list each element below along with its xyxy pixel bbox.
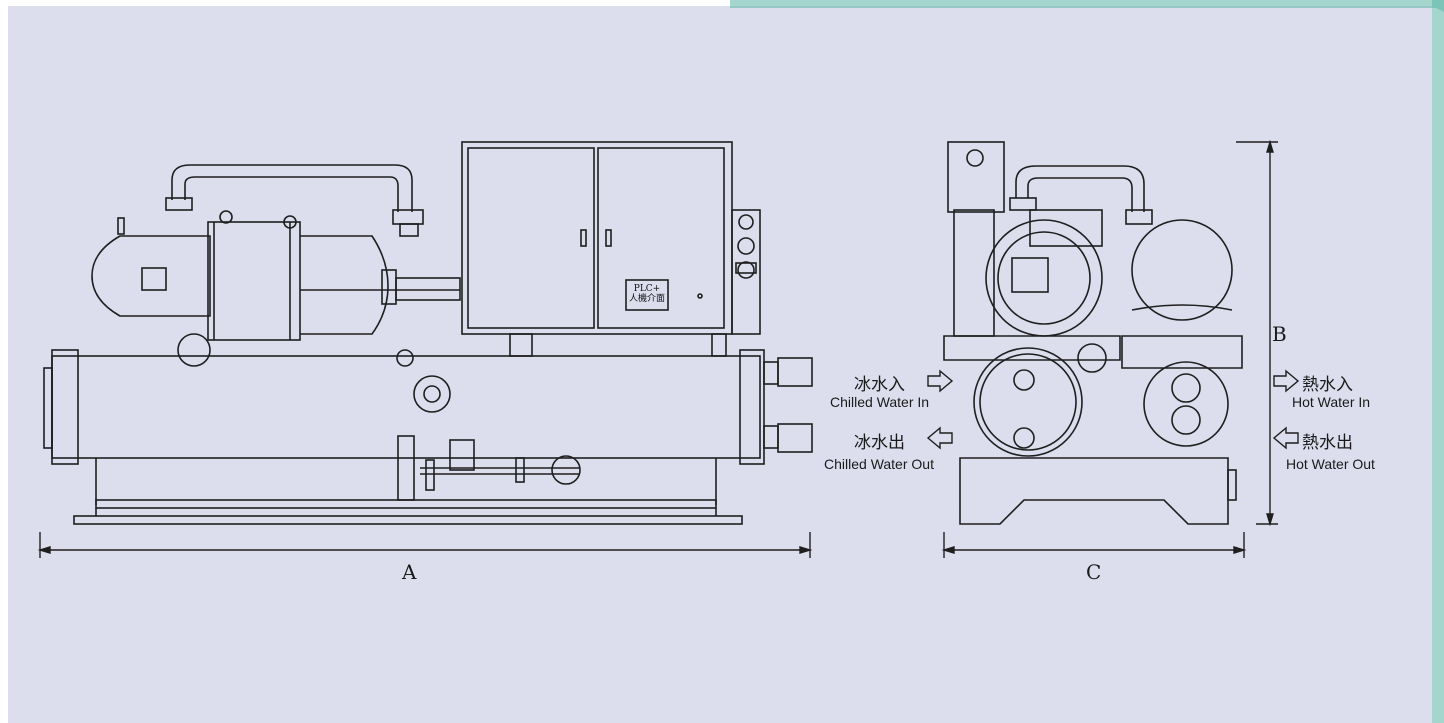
dimension-a <box>37 532 813 558</box>
side-view <box>943 141 1243 525</box>
plc-label: PLC+ 人機介面 <box>626 284 668 304</box>
base-rail <box>73 515 743 525</box>
compressor-body <box>207 221 301 341</box>
hot-water-barrel <box>1143 361 1229 447</box>
compressor-motor <box>300 235 389 335</box>
chilled-in-label-cn: 冰水入 <box>854 375 905 395</box>
dimension-c <box>941 532 1247 558</box>
plc-label-line2: 人機介面 <box>628 294 665 304</box>
chilled-out-label-cn: 冰水出 <box>854 433 905 453</box>
hot-out-label-en: Hot Water Out <box>1286 456 1375 472</box>
expansion-valve <box>551 455 581 485</box>
hot-out-label-cn: 熱水出 <box>1302 433 1353 453</box>
flow-arrows <box>926 369 1300 450</box>
right-accent <box>1432 0 1444 723</box>
arrow-right-icon <box>927 369 954 393</box>
oil-separator <box>91 235 211 317</box>
hot-in-label-cn: 熱水入 <box>1302 375 1353 395</box>
chilled-out-label-en: Chilled Water Out <box>824 456 934 472</box>
chilled-water-barrel <box>973 347 1083 457</box>
water-nozzle-upper <box>777 357 813 387</box>
plc-panel <box>625 279 669 311</box>
side-cabinet-top <box>947 141 1005 213</box>
dimension-b <box>1236 139 1278 527</box>
side-control-box <box>731 209 761 335</box>
hot-in-label-en: Hot Water In <box>1292 394 1371 410</box>
chilled-in-label-en: Chilled Water In <box>830 394 930 410</box>
dimension-c-label: C <box>1086 560 1102 584</box>
front-view <box>43 141 813 525</box>
arrow-right-icon <box>1273 369 1300 393</box>
water-nozzle-lower <box>777 423 813 453</box>
dimension-a-label: A <box>402 560 417 584</box>
drawing-panel <box>8 6 1432 723</box>
arrow-left-icon <box>926 426 953 450</box>
dimension-b-label: B <box>1272 322 1287 346</box>
inspection-flange <box>413 375 451 413</box>
sight-flange <box>177 333 211 367</box>
receiver-tank <box>1131 219 1233 321</box>
top-accent <box>730 0 1444 12</box>
arrow-left-icon <box>1272 426 1299 450</box>
discharge-pipe <box>171 164 413 212</box>
plc-label-line1: PLC+ <box>633 284 661 294</box>
